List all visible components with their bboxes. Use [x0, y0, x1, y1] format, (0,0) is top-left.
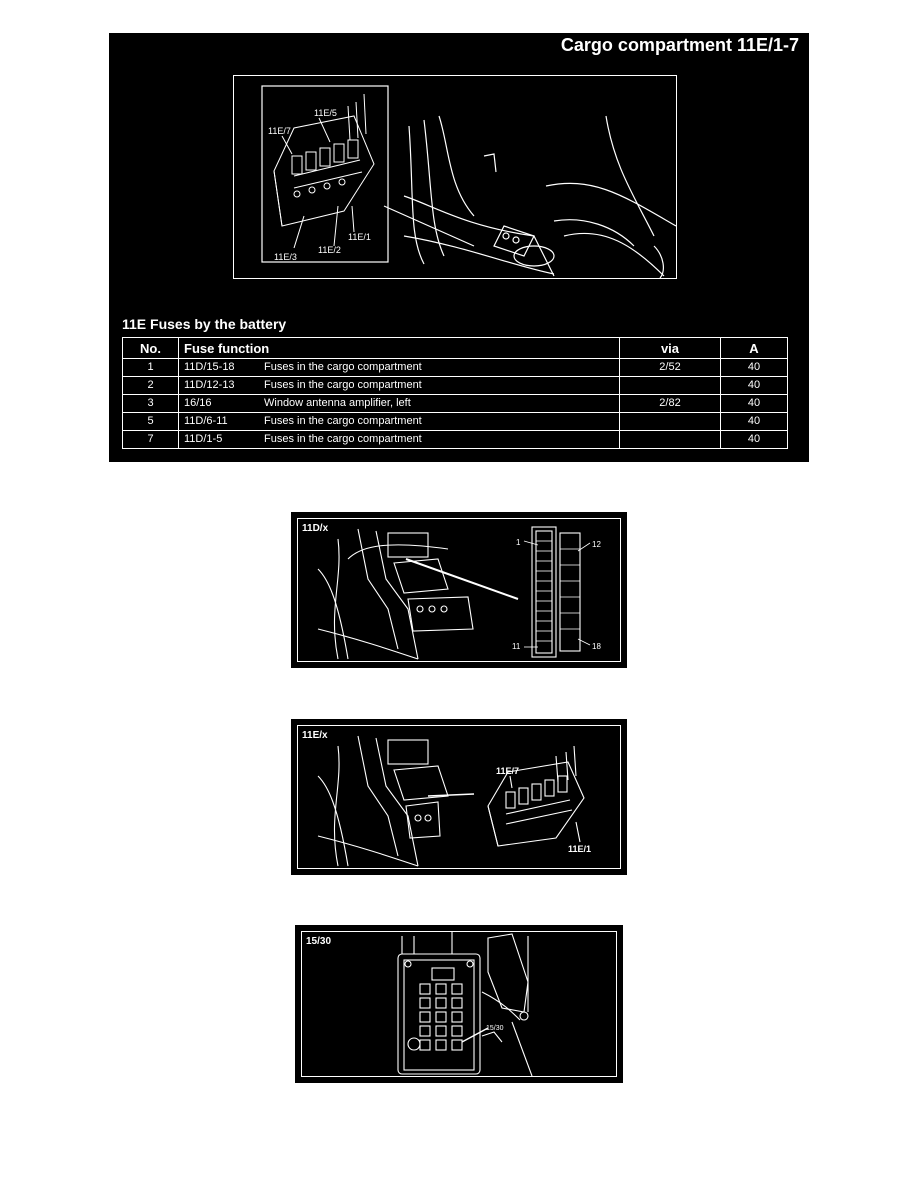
cell-code: 11D/1-5: [184, 433, 223, 445]
cell-function: 11D/1-5 Fuses in the cargo compartment: [178, 430, 620, 449]
cell-desc: Fuses in the cargo compartment: [264, 415, 422, 427]
cell-function: 16/16 Window antenna amplifier, left: [178, 394, 620, 413]
panel-11e-title: 11E/x: [302, 730, 328, 741]
fuse-location-illustration: 11E/7 11E/5 11E/1 11E/2 11E/3: [261, 85, 677, 279]
label-18: 18: [592, 642, 601, 651]
header-function: Fuse function: [178, 337, 620, 359]
table-row: 2 11D/12-13 Fuses in the cargo compartmen…: [122, 376, 788, 395]
cargo-compartment-panel: Cargo compartment 11E/1-7: [109, 33, 809, 462]
cell-function: 11D/6-11 Fuses in the cargo compartment: [178, 412, 620, 431]
panel-1530-title: 15/30: [306, 936, 331, 947]
cell-no: 2: [122, 376, 179, 395]
cell-via: 2/52: [619, 358, 721, 377]
panel-11e: 11E/x 11E/7 11E/1: [291, 719, 627, 875]
cell-amp: 40: [720, 358, 788, 377]
cell-function: 11D/12-13 Fuses in the cargo compartment: [178, 376, 620, 395]
label-11e1: 11E/1: [348, 232, 371, 242]
panel-11d-title: 11D/x: [302, 523, 329, 534]
cell-no: 3: [122, 394, 179, 413]
cell-amp: 40: [720, 430, 788, 449]
cell-no: 7: [122, 430, 179, 449]
table-row: 3 16/16 Window antenna amplifier, left 2/…: [122, 394, 788, 413]
cell-via: 2/82: [619, 394, 721, 413]
panel-title: Cargo compartment 11E/1-7: [560, 35, 799, 55]
cell-desc: Fuses in the cargo compartment: [264, 361, 422, 373]
cell-amp: 40: [720, 394, 788, 413]
cell-function: 11D/15-18 Fuses in the cargo compartment: [178, 358, 620, 377]
table-row: 1 11D/15-18 Fuses in the cargo compartmen…: [122, 358, 788, 377]
label-11e7-small: 11E/7: [496, 766, 519, 776]
panel-11e-frame: 11E/x 11E/7 11E/1: [297, 725, 621, 869]
cell-via: [619, 376, 721, 395]
cell-desc: Fuses in the cargo compartment: [264, 379, 422, 391]
cell-code: 11D/15-18: [184, 361, 235, 373]
cell-no: 5: [122, 412, 179, 431]
cell-amp: 40: [720, 376, 788, 395]
header-via: via: [619, 337, 721, 359]
cell-no: 1: [122, 358, 179, 377]
cell-code: 11D/12-13: [184, 379, 235, 391]
label-1: 1: [516, 538, 521, 547]
label-11: 11: [512, 642, 521, 651]
header-amp: A: [720, 337, 788, 359]
label-12: 12: [592, 540, 601, 549]
label-11e5: 11E/5: [314, 108, 337, 118]
header-no: No.: [122, 337, 179, 359]
table-row: 5 11D/6-11 Fuses in the cargo compartment…: [122, 412, 788, 431]
section-title: 11E Fuses by the battery: [122, 316, 287, 332]
cell-desc: Fuses in the cargo compartment: [264, 433, 422, 445]
panel-1530-frame: 15/30 15/30: [301, 931, 617, 1077]
label-11e1-small: 11E/1: [568, 844, 591, 854]
fuse-location-diagram: 11E/7 11E/5 11E/1 11E/2 11E/3: [233, 75, 677, 279]
table-header-row: No. Fuse function via A: [122, 337, 788, 359]
relay-box-1530-illustration: 15/30 15/30: [306, 932, 533, 1077]
fuse-box-11e-illustration: 11E/x 11E/7 11E/1: [302, 730, 591, 867]
panel-1530: 15/30 15/30: [295, 925, 623, 1083]
cell-amp: 40: [720, 412, 788, 431]
cell-via: [619, 430, 721, 449]
panel-11d: 11D/x 1 12 11 18: [291, 512, 627, 668]
fuse-box-11d-illustration: 11D/x 1 12 11 18: [302, 523, 601, 660]
cell-code: 11D/6-11: [184, 415, 228, 427]
label-11e2: 11E/2: [318, 245, 341, 255]
cell-via: [619, 412, 721, 431]
cell-desc: Window antenna amplifier, left: [264, 397, 411, 409]
label-11e7: 11E/7: [268, 126, 291, 136]
panel-11d-frame: 11D/x 1 12 11 18: [297, 518, 621, 662]
cell-code: 16/16: [184, 397, 212, 409]
label-1530-pointer: 15/30: [486, 1025, 504, 1032]
label-11e3: 11E/3: [274, 252, 297, 262]
